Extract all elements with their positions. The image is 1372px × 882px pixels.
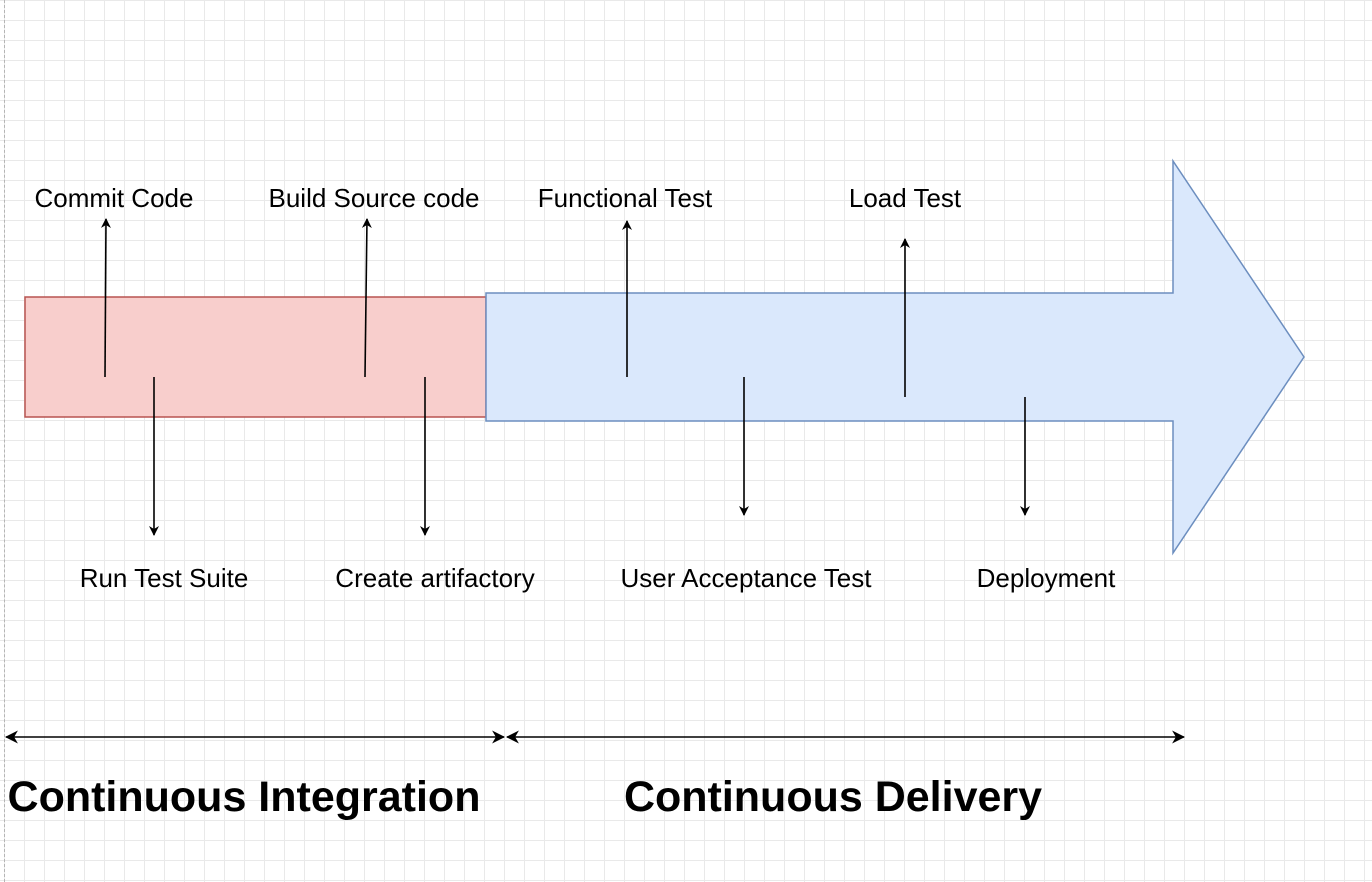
functional-test-label[interactable]: Functional Test: [537, 183, 713, 213]
continuous-integration-label[interactable]: Continuous Integration: [7, 773, 481, 821]
commit-code-label[interactable]: Commit Code: [34, 183, 194, 213]
continuous-delivery-arrow[interactable]: [485, 158, 1305, 556]
build-source-code-label[interactable]: Build Source code: [268, 183, 480, 213]
commit-code-connector[interactable]: [100, 218, 111, 378]
page-boundary-line: [4, 0, 5, 882]
run-test-suite-label[interactable]: Run Test Suite: [79, 563, 249, 593]
continuous-integration-block[interactable]: [24, 296, 487, 418]
continuous-delivery-label[interactable]: Continuous Delivery: [623, 773, 1043, 821]
load-test-label[interactable]: Load Test: [848, 183, 962, 213]
user-acceptance-test-label[interactable]: User Acceptance Test: [620, 563, 872, 593]
build-source-code-connector[interactable]: [361, 218, 372, 378]
create-artifactory-label[interactable]: Create artifactory: [335, 563, 535, 593]
deployment-label[interactable]: Deployment: [976, 563, 1116, 593]
